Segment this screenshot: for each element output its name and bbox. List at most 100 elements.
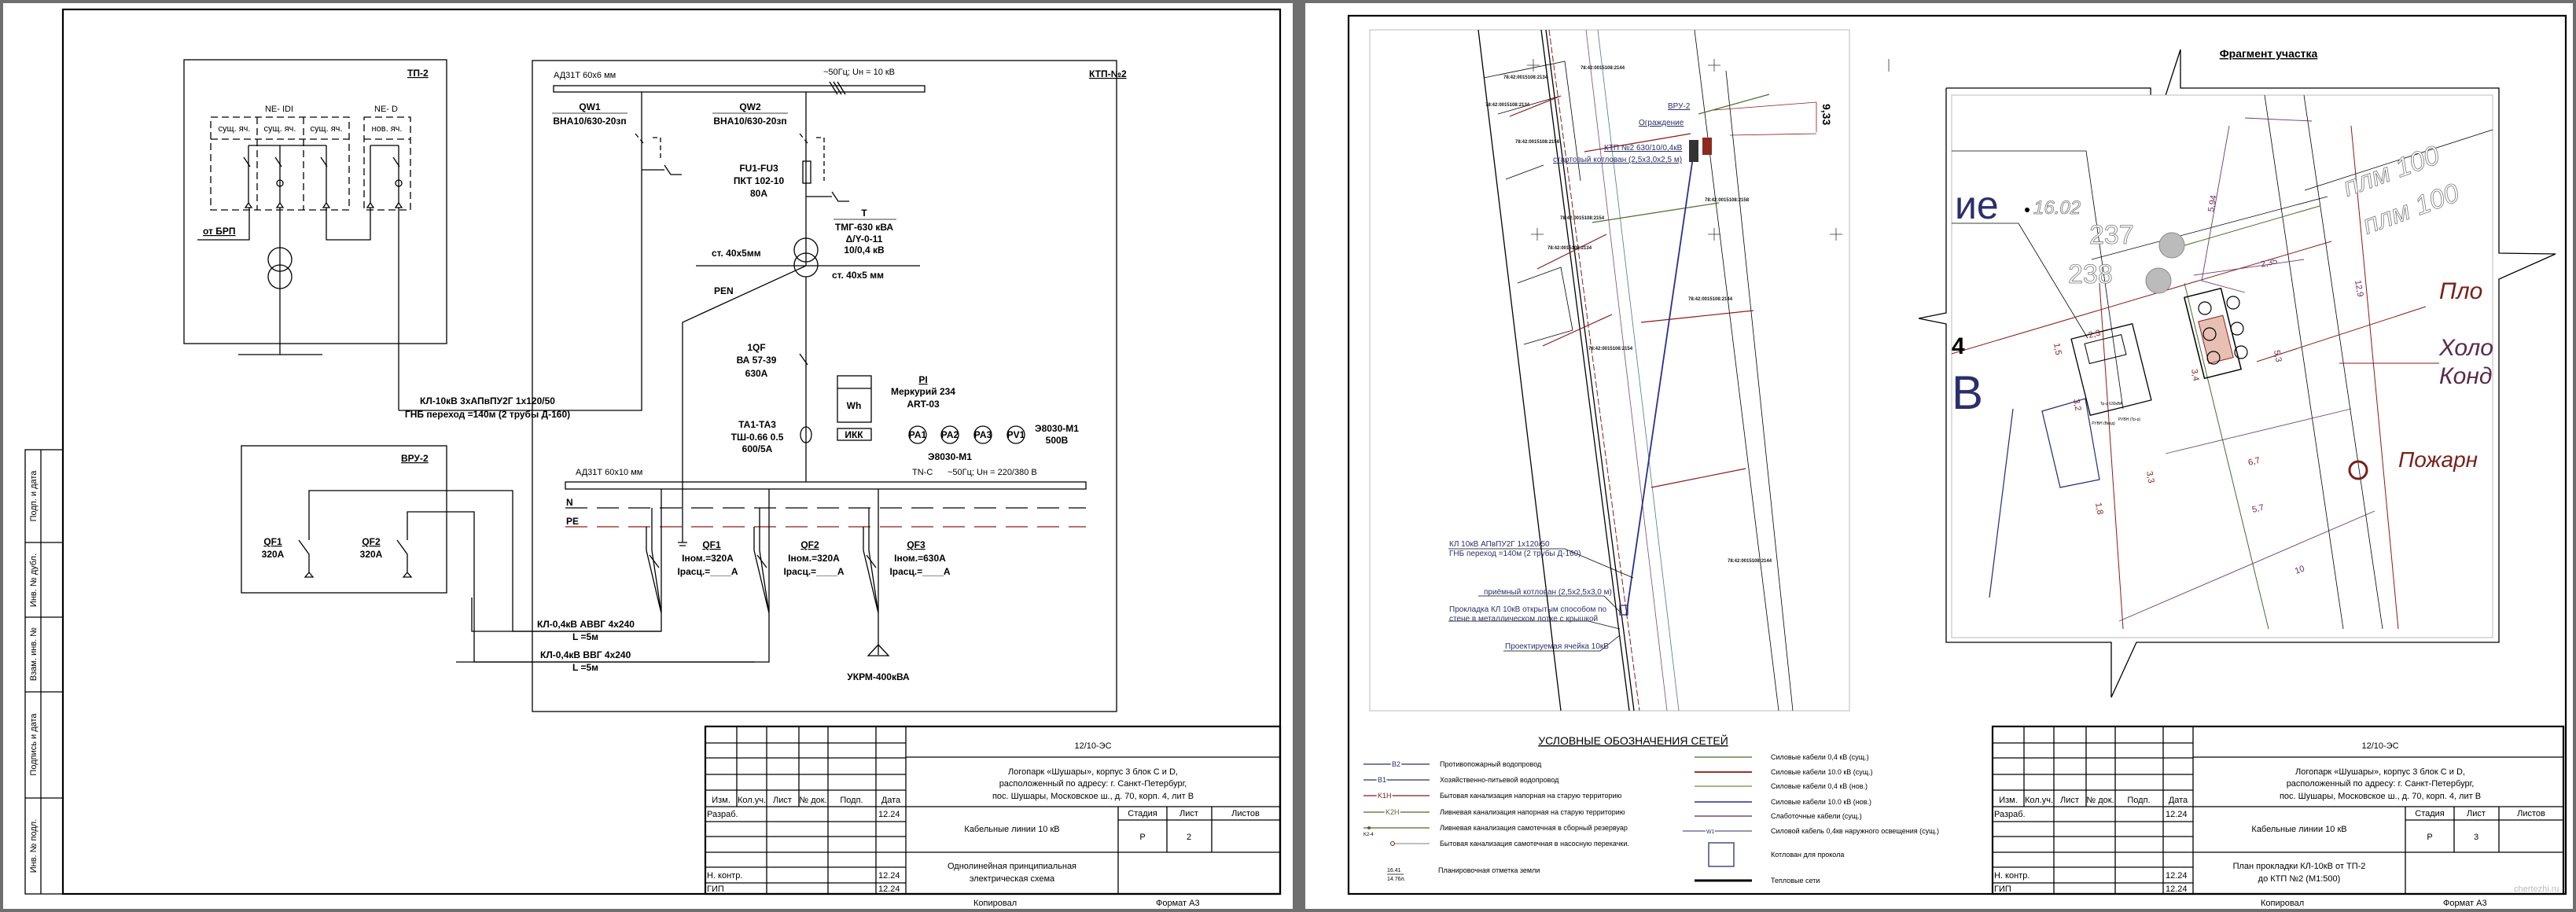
main-breaker-rating: 630А bbox=[745, 368, 768, 379]
plan-dim-933: 9,33 bbox=[1820, 104, 1833, 125]
col-header: Дата bbox=[881, 796, 901, 805]
dimension: 6,7 bbox=[2247, 456, 2261, 468]
legend-code: 16.41 bbox=[1387, 868, 1401, 873]
format-label: Формат А3 bbox=[2443, 899, 2487, 908]
col-header: Лист bbox=[773, 796, 792, 805]
ne-d-label: NE- D bbox=[374, 105, 398, 114]
plan-cable-label: КЛ 10кВ АПвПУ2Г 1х120/50 bbox=[1449, 540, 1550, 549]
address-line: пос. Шушары, Московское ш., д. 70, корп.… bbox=[2280, 792, 2481, 801]
project-name: Кабельные линии 10 кВ bbox=[2251, 825, 2346, 834]
stage-value: Р bbox=[2427, 833, 2432, 842]
cell-label: сущ. яч. bbox=[311, 124, 343, 134]
lv-params: ~50Гц; Uн = 220/380 В bbox=[948, 468, 1037, 477]
from-brp-label: от БРП bbox=[203, 226, 236, 237]
legend-item: Ливневая канализация самотечная в сборны… bbox=[1440, 824, 1628, 832]
address-line: расположенный по адресу: г. Санкт-Петерб… bbox=[999, 779, 1187, 789]
fragment-text: 4 bbox=[1952, 333, 1965, 359]
legend-item: Силовой кабель 0,4кв наружного освещения… bbox=[1771, 827, 1939, 835]
copied-label: Копировал bbox=[2261, 899, 2304, 908]
lv-busbar bbox=[565, 481, 1087, 490]
dimension: 1,8 bbox=[2093, 502, 2104, 515]
dimension: 3,3 bbox=[2144, 470, 2155, 484]
ground-label-2: ст. 40х5 мм bbox=[832, 270, 884, 281]
manhole-icon bbox=[2158, 232, 2185, 259]
date: 12.24 bbox=[2166, 810, 2188, 819]
ikk-label: ИКК bbox=[845, 429, 863, 440]
ne-idi-label: NE- IDI bbox=[265, 105, 293, 114]
role-label: ГИП bbox=[1994, 884, 2011, 894]
date: 12.24 bbox=[2166, 884, 2188, 894]
feeder-inom: Iном.=320А bbox=[788, 553, 840, 564]
dimension: 12,9 bbox=[2353, 279, 2365, 297]
main-breaker-label: 1QF bbox=[747, 342, 765, 353]
cell-label: сущ. яч. bbox=[219, 124, 251, 134]
dimension: 5,7 bbox=[2251, 503, 2265, 515]
ct-type: ТШ-0.66 0.5 bbox=[731, 432, 784, 443]
legend-code: K2-4 bbox=[1363, 833, 1374, 837]
cadastral-number: 78:42:0015108:2154 bbox=[1588, 347, 1633, 351]
role-label: Разраб. bbox=[707, 810, 738, 819]
hv-busbar bbox=[553, 85, 926, 93]
plan-label-ktp: КТП №2 630/10/0,4кВ bbox=[1604, 144, 1683, 153]
plan-wall-laying: стене в металлическом лотке с крышкой bbox=[1449, 615, 1598, 623]
feeder-irasc: Iрасц.=____А bbox=[677, 566, 738, 577]
lv-cable-1: КЛ-0,4кВ АВВГ 4х240 bbox=[537, 619, 635, 630]
pe-label: PE bbox=[566, 516, 579, 527]
date: 12.24 bbox=[878, 884, 900, 894]
date: 12.24 bbox=[2166, 871, 2188, 881]
meter-wh-label: Wh bbox=[847, 400, 862, 411]
tp2-block: ТП-2 NE- IDI NE- D сущ. яч. сущ. яч. сущ… bbox=[183, 59, 447, 410]
lv-cable-2: КЛ-0,4кВ ВВГ 4х240 bbox=[540, 649, 631, 660]
transformer-icon bbox=[267, 247, 293, 272]
manhole-icon bbox=[2145, 267, 2172, 294]
legend-title: УСЛОВНЫЕ ОБОЗНАЧЕНИЯ СЕТЕЙ bbox=[1538, 734, 1728, 747]
stamp-label: Инв. № дубл. bbox=[29, 553, 39, 607]
hv-cable-label: КЛ-10кВ 3хАПвПУ2Г 1х120/50 bbox=[420, 395, 555, 406]
vru-qf1: QF1 bbox=[263, 536, 282, 547]
stamp-label: Подп. и дата bbox=[29, 470, 39, 522]
plan-cable-route: ГНБ переход =140м (2 трубы Д-160) bbox=[1449, 549, 1581, 558]
dimension: 5,3 bbox=[2272, 349, 2283, 362]
ktp-block: КТП-№2 АД31Т 60х6 мм ~50Гц; Uн = 10 кВ Q… bbox=[399, 60, 1127, 712]
fragment-text: 16.02 bbox=[2033, 197, 2081, 219]
cadastral-number: 78:42:0015108:2134 bbox=[1547, 246, 1592, 251]
legend-code: K2H bbox=[1386, 808, 1400, 816]
transformer-voltage: 10/0,4 кВ bbox=[844, 245, 885, 256]
legend-code: K1H bbox=[1378, 792, 1392, 800]
legend-item: Силовые кабели 10.0 кВ (нов.) bbox=[1771, 798, 1871, 806]
stage-header: Стадия bbox=[2415, 809, 2445, 818]
legend-item: Бытовая канализация напорная на старую т… bbox=[1440, 792, 1622, 800]
fragment-text: Холо bbox=[2438, 335, 2493, 361]
legend-item: Слаботочные кабели (сущ.) bbox=[1771, 812, 1862, 820]
feeder-label: QF3 bbox=[907, 539, 926, 550]
stage-header: Листов bbox=[2517, 809, 2545, 818]
cadastral-number: 78:42:0015108:2144 bbox=[1728, 559, 1772, 564]
cell-label: сущ. яч. bbox=[264, 124, 296, 134]
vru-qf2-rating: 320А bbox=[360, 549, 383, 560]
fuse-rating: 80А bbox=[750, 188, 767, 199]
legend-code: B1 bbox=[1378, 776, 1386, 784]
stage-header: Лист bbox=[1179, 809, 1198, 818]
legend-item: Бытовая канализация самотечная в насосну… bbox=[1440, 840, 1629, 848]
fuse-type: ПКТ 102-10 bbox=[734, 175, 785, 186]
instrument-label: PA1 bbox=[909, 429, 927, 440]
sheet-number: 2 bbox=[1187, 833, 1191, 842]
instrument-label: PV1 bbox=[1007, 429, 1025, 440]
col-header: Изм. bbox=[712, 796, 730, 805]
site-fragment: Фрагмент участка Тр-р 630кВА РУВН (Ввод)… bbox=[1918, 47, 2556, 698]
plan-label-start-pit: стартовый котлован (2,5х3,0х2,5 м) bbox=[1553, 156, 1682, 164]
cadastral-number: 78:42:0015108:2134 bbox=[1503, 75, 1548, 80]
ground-label-1: ст. 40х5мм bbox=[712, 248, 761, 259]
cadastral-number: 78:42:0015108:2154 bbox=[1560, 216, 1605, 221]
dimension: 3,4 bbox=[2189, 368, 2200, 381]
project-name: Кабельные линии 10 кВ bbox=[964, 825, 1059, 834]
compensation-label: УКРМ-400кВА bbox=[847, 671, 910, 682]
qw2-type: ВНА10/630-20зп bbox=[713, 116, 786, 127]
col-header: Дата bbox=[2169, 796, 2188, 805]
dimension: 1,5 bbox=[2052, 342, 2063, 355]
stage-value: Р bbox=[1139, 833, 1145, 842]
legend-code: W1 bbox=[1706, 829, 1715, 835]
col-header: № док. bbox=[799, 796, 826, 805]
address-line: расположенный по адресу: г. Санкт-Петерб… bbox=[2287, 779, 2475, 789]
dimension: 2,3 bbox=[2088, 329, 2102, 340]
